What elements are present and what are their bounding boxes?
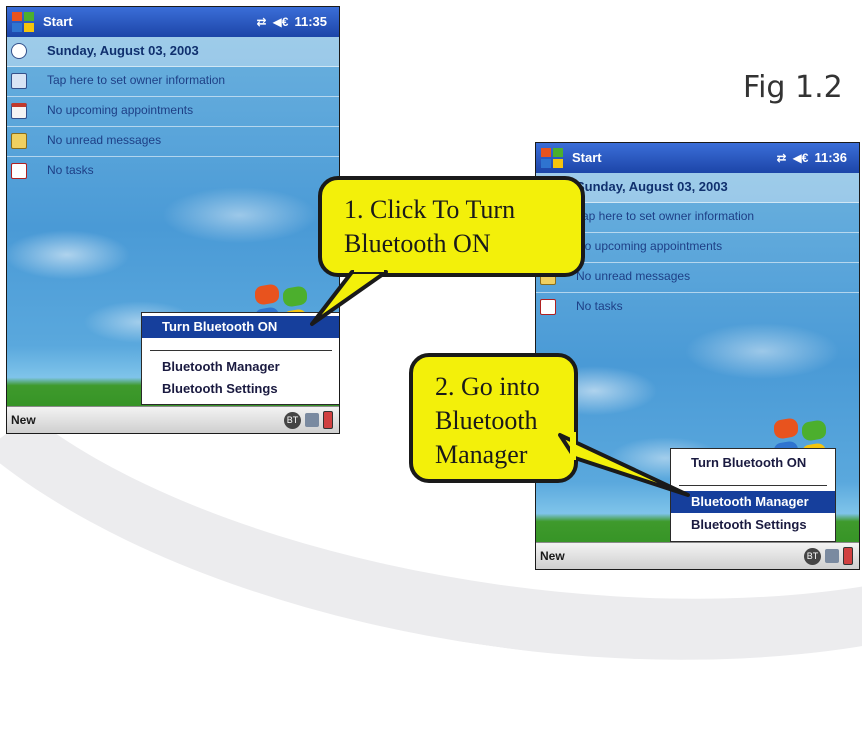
owner-card-icon <box>11 73 27 89</box>
connectivity-icon[interactable] <box>305 413 319 427</box>
battery-icon[interactable] <box>843 547 853 565</box>
volume-icon[interactable]: ◀€ <box>272 14 289 29</box>
bluetooth-popup-menu: Turn Bluetooth ON Bluetooth Manager Blue… <box>141 312 339 405</box>
title-bar: Start ⇄ ◀€ 11:36 <box>536 143 859 173</box>
today-date-row[interactable]: Sunday, August 03, 2003 <box>7 37 339 67</box>
bluetooth-tray-icon[interactable]: BT <box>284 411 301 429</box>
menu-bluetooth-settings[interactable]: Bluetooth Settings <box>162 381 278 396</box>
owner-info-text: Tap here to set owner information <box>47 73 226 87</box>
new-button[interactable]: New <box>540 549 565 563</box>
system-tray: BT <box>284 411 333 429</box>
today-tasks-row[interactable]: No tasks <box>536 293 859 322</box>
bottom-menu-bar: New BT <box>7 406 339 433</box>
callout-pointers <box>310 266 690 497</box>
start-menu-button[interactable]: Start <box>572 150 602 165</box>
menu-bluetooth-manager[interactable]: Bluetooth Manager <box>671 491 835 513</box>
menu-separator <box>679 485 827 486</box>
owner-info-text: Tap here to set owner information <box>576 209 755 223</box>
bluetooth-tray-icon[interactable]: BT <box>804 547 821 565</box>
windows-flag-icon[interactable] <box>540 147 564 169</box>
menu-turn-bluetooth-on[interactable]: Turn Bluetooth ON <box>142 316 339 338</box>
sync-icon[interactable]: ⇄ <box>776 150 787 165</box>
callout-1-pointer-joint <box>354 266 384 272</box>
title-bar: Start ⇄ ◀€ 11:35 <box>7 7 339 37</box>
appointments-text: No upcoming appointments <box>47 103 194 117</box>
menu-bluetooth-settings[interactable]: Bluetooth Settings <box>691 517 807 532</box>
tasks-text: No tasks <box>576 299 623 313</box>
callout-1-line-2: Bluetooth ON <box>344 229 491 258</box>
inbox-icon <box>11 133 27 149</box>
today-messages-row[interactable]: No unread messages <box>7 127 339 157</box>
today-date-row[interactable]: Sunday, August 03, 2003 <box>536 173 859 203</box>
menu-turn-bluetooth-on[interactable]: Turn Bluetooth ON <box>691 455 807 470</box>
appointments-text: No upcoming appointments <box>576 239 723 253</box>
bluetooth-popup-menu: Turn Bluetooth ON Bluetooth Manager Blue… <box>670 448 836 542</box>
today-owner-row[interactable]: Tap here to set owner information <box>7 67 339 97</box>
pocketpc-screen-1: Start ⇄ ◀€ 11:35 Sunday, August 03, 2003… <box>6 6 340 434</box>
system-tray: BT <box>804 547 853 565</box>
messages-text: No unread messages <box>47 133 162 147</box>
callout-1-line-1: 1. Click To Turn <box>344 195 516 224</box>
tasks-text: No tasks <box>47 163 94 177</box>
callout-2-line-2: Bluetooth <box>435 406 538 435</box>
callout-step-2: 2. Go into Bluetooth Manager <box>409 353 578 483</box>
callout-1-pointer <box>310 270 388 326</box>
new-button[interactable]: New <box>11 413 36 427</box>
clock-time[interactable]: 11:36 <box>814 150 847 165</box>
clock-icon <box>11 43 27 59</box>
menu-separator <box>150 350 332 351</box>
tasks-icon <box>540 299 556 315</box>
callout-2-pointer-joint <box>570 432 576 460</box>
callout-2-line-3: Manager <box>435 440 528 469</box>
tasks-icon <box>11 163 27 179</box>
callout-step-1: 1. Click To Turn Bluetooth ON <box>318 176 585 277</box>
windows-flag-icon[interactable] <box>11 11 35 33</box>
start-menu-button[interactable]: Start <box>43 14 73 29</box>
pocketpc-screen-2: Start ⇄ ◀€ 11:36 Sunday, August 03, 2003… <box>535 142 860 570</box>
connectivity-icon[interactable] <box>825 549 839 563</box>
today-date: Sunday, August 03, 2003 <box>576 179 728 194</box>
clock-time[interactable]: 11:35 <box>294 14 327 29</box>
calendar-icon <box>11 103 27 119</box>
today-appointments-row[interactable]: No upcoming appointments <box>7 97 339 127</box>
figure-label: Fig 1.2 <box>743 70 843 105</box>
callout-2-pointer <box>558 433 690 497</box>
battery-icon[interactable] <box>323 411 333 429</box>
status-area: ⇄ ◀€ 11:35 <box>256 14 327 29</box>
today-tasks-row[interactable]: No tasks <box>7 157 339 186</box>
callout-2-line-1: 2. Go into <box>435 372 540 401</box>
volume-icon[interactable]: ◀€ <box>792 150 809 165</box>
sync-icon[interactable]: ⇄ <box>256 14 267 29</box>
status-area: ⇄ ◀€ 11:36 <box>776 150 847 165</box>
bottom-menu-bar: New BT <box>536 542 859 569</box>
menu-bluetooth-manager[interactable]: Bluetooth Manager <box>162 359 280 374</box>
messages-text: No unread messages <box>576 269 691 283</box>
today-date: Sunday, August 03, 2003 <box>47 43 199 58</box>
